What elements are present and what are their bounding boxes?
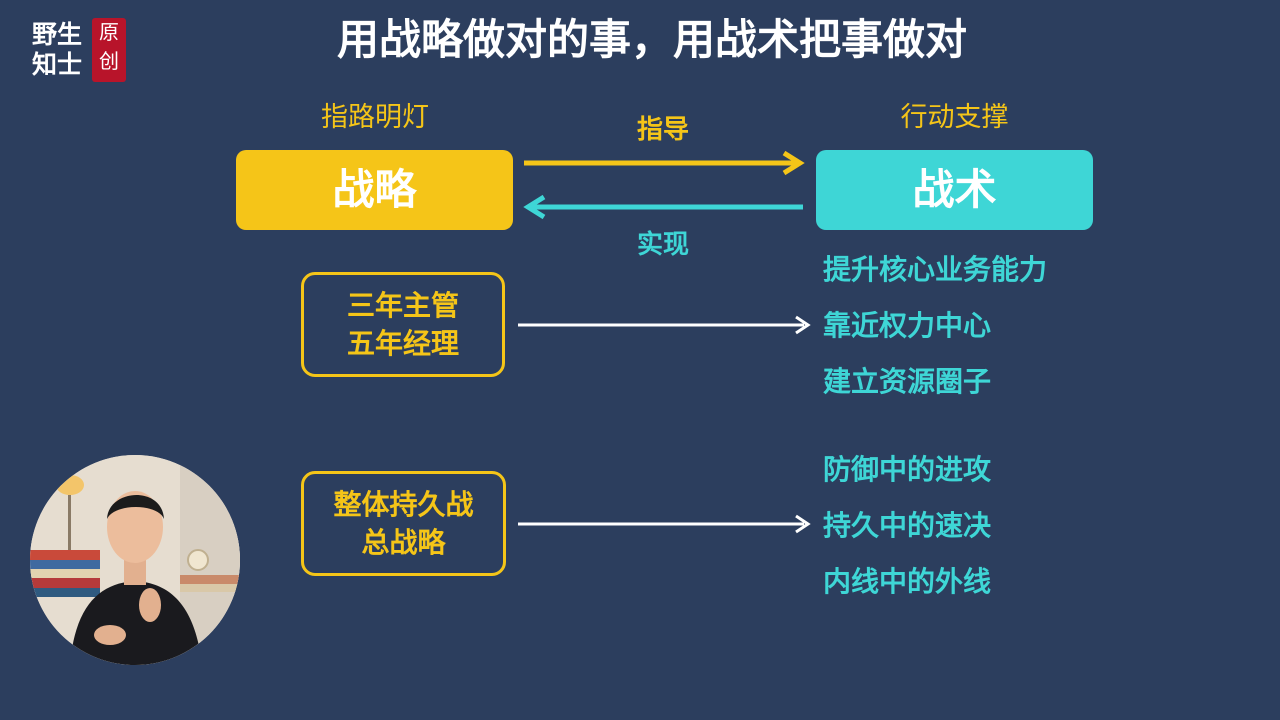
realize-arrow — [523, 194, 803, 220]
list-item: 内线中的外线 — [823, 565, 992, 598]
group2-frame: 整体持久战 总战略 — [301, 471, 506, 576]
guide-arrow — [524, 150, 805, 176]
tactics-box: 战术 — [816, 150, 1093, 230]
group1-list: 提升核心业务能力 靠近权力中心 建立资源圈子 — [823, 242, 1153, 410]
logo-line-1: 野生 — [32, 20, 83, 49]
logo-line-2: 知士 — [32, 50, 83, 79]
seal-char-1: 原 — [99, 20, 119, 44]
list-item: 建立资源圈子 — [823, 365, 992, 398]
presenter-illustration — [30, 455, 240, 665]
group2-list: 防御中的进攻 持久中的速决 内线中的外线 — [823, 442, 1153, 610]
strategy-caption: 指路明灯 — [321, 102, 429, 133]
strategy-box: 战略 — [236, 150, 513, 230]
channel-logo-text: 野生 知士 — [32, 20, 92, 80]
realize-label: 实现 — [636, 230, 689, 260]
presenter-video — [30, 455, 240, 665]
group1-line-2: 五年经理 — [346, 326, 459, 360]
list-item: 提升核心业务能力 — [823, 253, 1048, 286]
seal-char-2: 创 — [99, 49, 119, 73]
group2-arrow — [518, 514, 811, 534]
list-item: 防御中的进攻 — [823, 453, 992, 486]
group2-line-2: 总战略 — [361, 525, 446, 559]
list-item: 靠近权力中心 — [823, 309, 992, 342]
list-item: 持久中的速决 — [823, 509, 992, 542]
group1-frame: 三年主管 五年经理 — [301, 272, 505, 377]
tactics-caption: 行动支撑 — [900, 102, 1009, 133]
slide-title: 用战略做对的事，用战术把事做对 — [336, 15, 967, 64]
group2-line-1: 整体持久战 — [333, 487, 474, 521]
group1-line-1: 三年主管 — [346, 288, 459, 322]
original-seal: 原 创 — [92, 18, 126, 82]
group1-arrow — [518, 315, 811, 335]
guide-label: 指导 — [636, 115, 689, 145]
